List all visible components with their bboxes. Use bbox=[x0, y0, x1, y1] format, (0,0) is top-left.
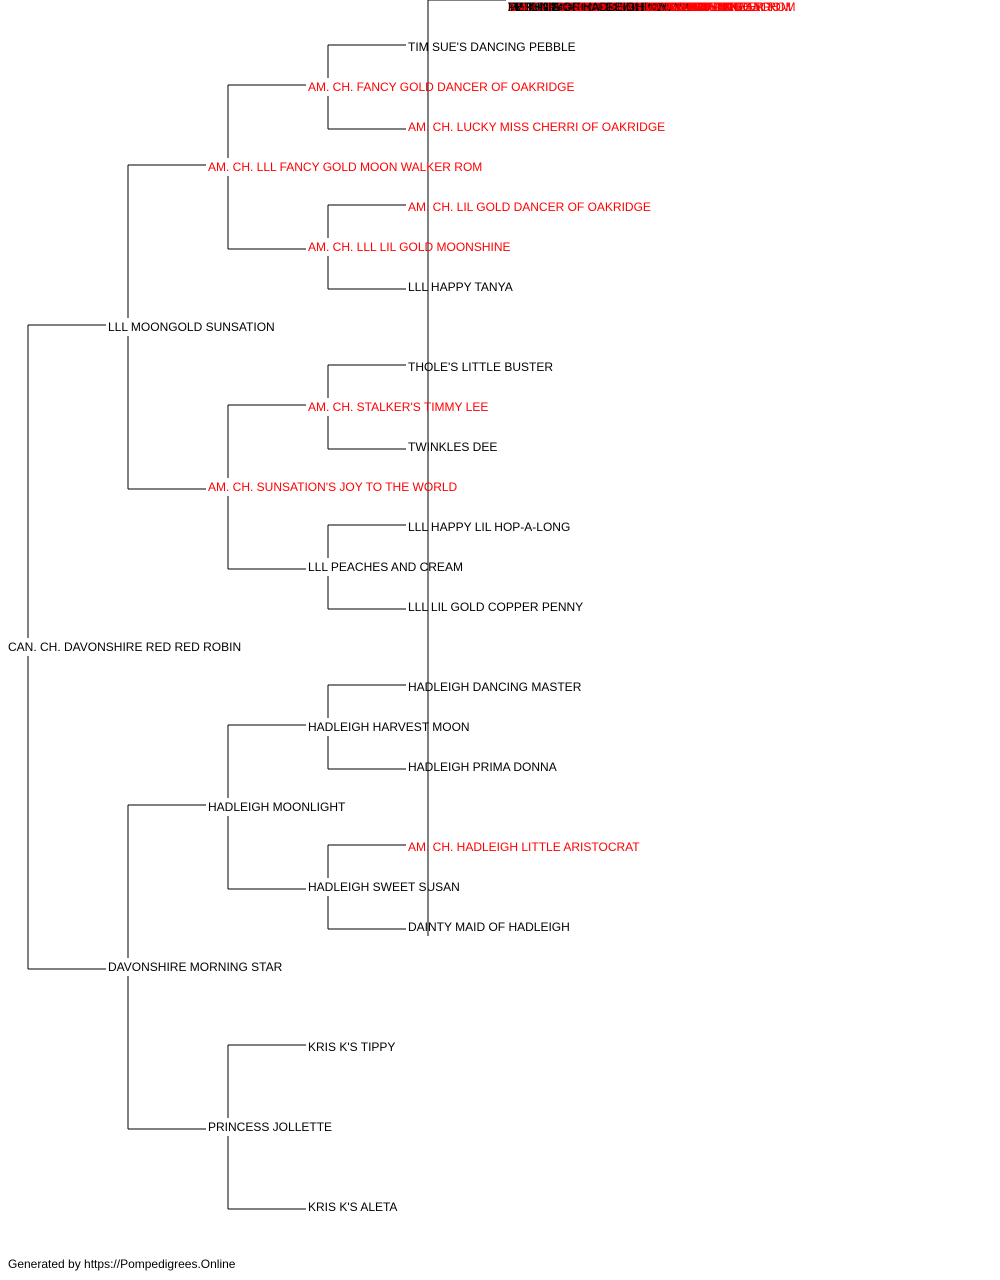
dam-name[interactable]: HADLEIGH SILVER EMBLEM bbox=[508, 0, 669, 14]
sire-name[interactable]: AM. CH. REEVE'S BUSTER BOY ROM bbox=[508, 0, 720, 14]
dam-name[interactable]: LLL PEACHES AND CREAM bbox=[308, 560, 463, 574]
sire-name[interactable]: AM. CH. MILLAMOR'S FANCY GOLD DANCER ROM bbox=[508, 0, 796, 14]
sire-name[interactable]: AM. CH. GOLDEN STAR OF HADLEIGH bbox=[508, 0, 727, 14]
dam-name[interactable]: AM. CH. LLL LIL GOLD MOONSHINE bbox=[308, 240, 511, 254]
subject-dog-name[interactable]: CAN. CH. DAVONSHIRE RED RED ROBIN bbox=[8, 640, 242, 654]
dam-name[interactable]: DAINTY MAID OF HADLEIGH bbox=[408, 920, 570, 934]
sire-name[interactable]: THOLE'S LITTLE BUSTER bbox=[408, 360, 553, 374]
sire-name[interactable]: AM. CH. LLL FANCY GOLD MOON WALKER ROM bbox=[208, 160, 483, 174]
dam-name[interactable]: TIM SUE'S GOLD PEBBLE bbox=[508, 0, 655, 14]
sire-name[interactable]: TIM SUE'S DANCING PEBBLE bbox=[508, 0, 676, 14]
sire-name[interactable]: AM. CH. DUKE'S LIL RED BARON OF O'KALA R… bbox=[508, 0, 791, 14]
sire-name[interactable]: TINY TOY PEANUT TOO bbox=[508, 0, 644, 14]
sire-name[interactable]: LLL MOONGOLD SUNSATION bbox=[108, 320, 275, 334]
dam-name[interactable]: KRIS K'S ALETA bbox=[308, 1200, 398, 1214]
dam-name[interactable]: LLL HAPPY GO LUCKY TAMMY bbox=[508, 0, 683, 14]
dam-name[interactable]: PETUNIA OF HADLEIGH bbox=[508, 0, 645, 14]
dam-name[interactable]: AM. CH. ROSEWOOD'S DRAGONFLY DREAM bbox=[508, 0, 764, 14]
sire-name[interactable]: ENG. CH.ENG. CH. LITTLE GENT OF HADLEIGH bbox=[508, 0, 779, 14]
sire-name[interactable]: AM. CH. HADLEIGH LITTLE ARISTOCRAT bbox=[408, 840, 640, 854]
dam-name[interactable]: HADLEIGH SWEET SUSAN bbox=[308, 880, 460, 894]
footer-credit: Generated by https://Pompedigrees.Online bbox=[8, 1257, 236, 1271]
dam-name[interactable]: DAVONSHIRE MORNING STAR bbox=[108, 960, 283, 974]
sire-name[interactable]: AM. CH. LIL GOLD DANCER OF OAKRIDGE bbox=[508, 0, 751, 14]
sire-name[interactable]: KRIS K'S TIPPY bbox=[308, 1040, 396, 1054]
dam-name[interactable]: LLL HAPPY GO LUCKY TAMMY bbox=[508, 0, 683, 14]
dam-name[interactable]: THOLE'S LUCKY CINDY bbox=[508, 0, 643, 14]
dam-name[interactable]: TIPTOES OF HADLEIGH bbox=[508, 0, 644, 14]
sire-name[interactable]: LLL HAPPY LIL HOP-A-LONG bbox=[408, 520, 571, 534]
dam-name[interactable]: HADLEIGH PRIMA DONNA bbox=[408, 760, 557, 774]
sire-name[interactable]: LLL HAPPY BUFF TIDGET bbox=[508, 0, 654, 14]
dam-name[interactable]: TWINKLES DEE bbox=[408, 440, 498, 454]
sire-name[interactable]: MARTIN'S KINNEY DEE bbox=[508, 0, 640, 14]
sire-name[interactable]: HADLEIGH MOONLIGHT bbox=[208, 800, 346, 814]
dam-name[interactable]: AM. CH. SUNSATION'S JOY TO THE WORLD bbox=[208, 480, 458, 494]
sire-name[interactable]: AM. CH. GENTLEMAN JIM OF HADLEIGH bbox=[508, 0, 739, 14]
sire-name[interactable]: HADLEIGH HARVEST MOON bbox=[308, 720, 470, 734]
dam-name[interactable]: LLL TINY BUBBLES IN THE WINE bbox=[508, 0, 694, 14]
dam-name[interactable]: AM. CH. LUCKY LITTLE MISSY bbox=[508, 0, 680, 14]
sire-name[interactable]: AM. CH. LIL GOLD DANCER OF OAKRIDGE bbox=[408, 200, 651, 214]
sire-name[interactable]: AM. CH. HADLEIGH LITTLE ARISTOCRAT bbox=[508, 0, 740, 14]
dam-name[interactable]: LLL LIL GOLD COPPER PENNY bbox=[408, 600, 584, 614]
dam-name[interactable]: LLL HAPPY TANYA bbox=[408, 280, 513, 294]
dam-name[interactable]: DAINTY MAID OF HADLEIGH bbox=[508, 0, 670, 14]
dam-name[interactable]: AM. CH. LUCKY MISS CHERRI OF OAKRIDGE bbox=[408, 120, 666, 134]
sire-name[interactable]: AM. CH. FANCY GOLD DANCER OF OAKRIDGE bbox=[308, 80, 575, 94]
dam-name[interactable]: KENT'S MISS CUPCAKE bbox=[508, 0, 645, 14]
dam-name[interactable]: PRINCESS JOLLETTE bbox=[208, 1120, 333, 1134]
sire-name[interactable]: AM. CH. STALKER'S TIMMY LEE bbox=[308, 400, 489, 414]
sire-name[interactable]: HADLEIGH DANCING MASTER bbox=[408, 680, 582, 694]
sire-name[interactable]: TIM SUE'S DANCING PEBBLE bbox=[408, 40, 576, 54]
